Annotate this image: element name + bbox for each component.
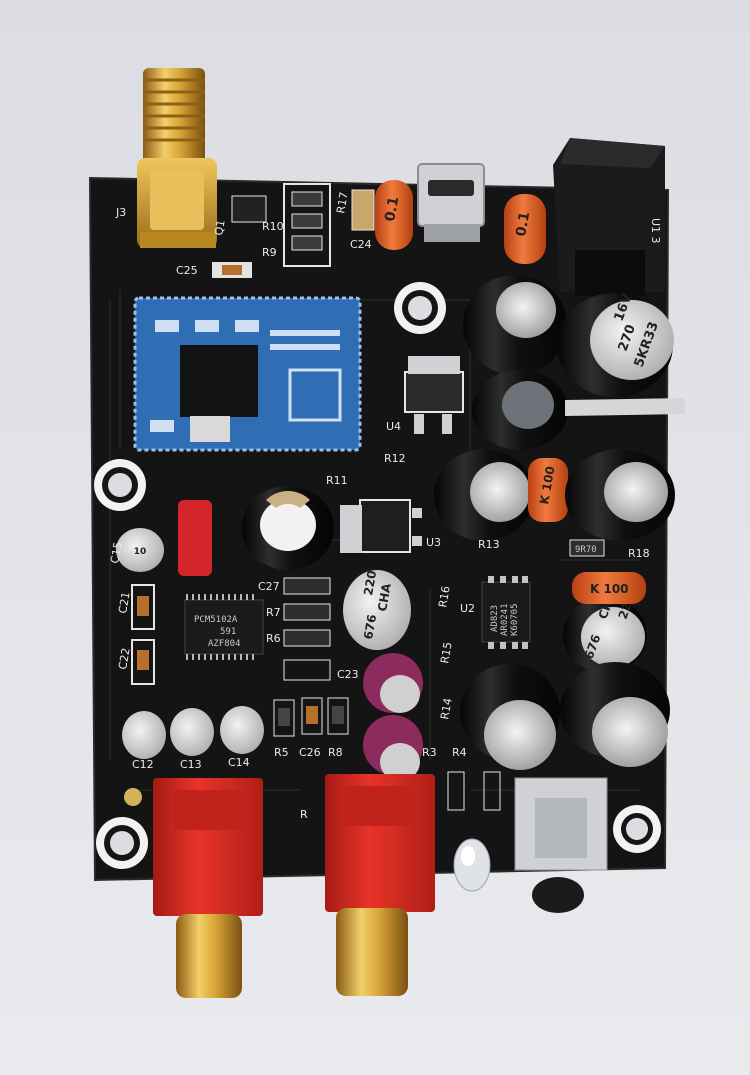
smd-resistors-center — [283, 577, 331, 681]
regulator-tab — [565, 398, 685, 416]
label-r6: R6 — [266, 632, 281, 645]
bluetooth-module — [133, 296, 362, 452]
mount-hole-center — [394, 282, 446, 334]
electrolytic-cap-bottom-mid — [460, 664, 560, 770]
svg-text:0.1: 0.1 — [513, 210, 533, 237]
ceramic-cap-0-1-left: 0.1 — [375, 180, 413, 250]
label-r16: R16 — [436, 585, 453, 609]
svg-text:AZF804: AZF804 — [208, 639, 241, 649]
label-r11: R11 — [326, 474, 348, 487]
cap-c15: 10 — [116, 528, 164, 572]
cap-c12 — [122, 711, 166, 759]
label-r17: R17 — [334, 191, 351, 215]
film-cap-red — [178, 500, 212, 576]
label-u2: U2 — [460, 602, 475, 615]
mount-hole-left-bottom — [96, 817, 148, 869]
smd-bottom-group: 9R70 — [273, 539, 605, 811]
label-c21: C21 — [116, 591, 133, 615]
svg-text:10: 10 — [134, 547, 147, 557]
film-cap-k100-b: K 100 — [572, 572, 646, 604]
svg-text:K60705: K60705 — [510, 603, 520, 636]
silkscreen-labels: J3 Q1 R10 R9 R17 C24 C25 U1 3 U4 R12 R11… — [108, 191, 662, 821]
regulator-u4 — [404, 356, 464, 434]
svg-text:AR0241: AR0241 — [500, 603, 510, 636]
electrolytic-cap-270: 16V 5KR33 270 — [557, 292, 674, 397]
electrolytic-cap-mid-right — [565, 449, 675, 541]
label-c23: C23 — [337, 668, 359, 681]
label-c27: C27 — [258, 580, 280, 593]
label-r7: R7 — [266, 606, 281, 619]
label-r15: R15 — [438, 641, 455, 665]
mount-hole-left-top — [94, 459, 146, 511]
svg-text:9R70: 9R70 — [575, 545, 597, 555]
label-r18: R18 — [628, 547, 650, 560]
electrolytic-cap-bottom-right — [560, 662, 670, 767]
label-r8: R8 — [328, 746, 343, 759]
mount-hole-right-bottom — [613, 805, 661, 853]
electrolytic-cap-center — [242, 486, 334, 570]
label-c26: C26 — [299, 746, 321, 759]
rca-jack-left — [153, 778, 263, 998]
label-u1: U1 3 — [649, 218, 662, 244]
opamp-u2: AD823 AR0241 K60705 — [481, 576, 531, 649]
electrolytic-cap-220-cha-b: 220 CHA. 676 — [563, 585, 647, 673]
svg-text:676: 676 — [361, 613, 379, 640]
label-c13: C13 — [180, 758, 202, 771]
label-r12: R12 — [384, 452, 406, 465]
electrolytic-cap-u4-side — [472, 370, 568, 450]
label-r13: R13 — [478, 538, 500, 551]
gold-pad — [124, 788, 142, 806]
label-c24: C24 — [350, 238, 372, 251]
label-u4: U4 — [386, 420, 401, 433]
led-clear — [453, 838, 491, 892]
cap-c13 — [170, 708, 214, 756]
svg-text:AD823: AD823 — [490, 605, 500, 632]
electrolytic-cap-220-cha-a: 220 CHA 676 — [343, 569, 411, 650]
svg-text:CHA: CHA — [375, 582, 394, 613]
film-cap-k100-a: K 100 — [528, 458, 568, 522]
audio-jack — [514, 777, 608, 913]
purple-cap-top — [363, 653, 423, 713]
label-r-channel: R — [300, 808, 308, 821]
label-r5: R5 — [274, 746, 289, 759]
dac-chip-pcm5102a: PCM5102A 591 AZF804 — [184, 594, 264, 660]
label-r10: R10 — [262, 220, 284, 233]
label-c22: C22 — [116, 647, 133, 671]
ceramic-cap-0-1-right: 0.1 — [504, 194, 546, 264]
dc-power-jack — [553, 138, 665, 296]
sma-antenna-connector — [137, 68, 217, 248]
regulator-u3 — [340, 499, 422, 553]
smd-cap-column — [131, 584, 155, 685]
svg-text:K 100: K 100 — [590, 582, 629, 596]
cap-c14 — [220, 706, 264, 754]
label-c14: C14 — [228, 756, 250, 769]
electrolytic-cap-top-mid — [463, 275, 567, 375]
label-c25: C25 — [176, 264, 198, 277]
label-r14: R14 — [438, 697, 455, 721]
label-u3: U3 — [426, 536, 441, 549]
purple-cap-bottom — [363, 715, 423, 781]
label-r4: R4 — [452, 746, 467, 759]
label-j3: J3 — [115, 206, 126, 219]
svg-text:0.1: 0.1 — [382, 195, 402, 222]
rca-jack-right — [325, 774, 435, 996]
svg-text:PCM5102A: PCM5102A — [194, 615, 238, 625]
label-r9: R9 — [262, 246, 277, 259]
micro-usb-port — [417, 163, 485, 242]
svg-text:591: 591 — [220, 627, 236, 637]
label-c12: C12 — [132, 758, 154, 771]
label-r3: R3 — [422, 746, 437, 759]
label-c15: C15 — [108, 541, 125, 565]
electrolytic-cap-mid-left — [434, 449, 534, 541]
label-q1: Q1 — [212, 219, 228, 237]
svg-text:K 100: K 100 — [537, 465, 557, 505]
svg-text:220: 220 — [361, 569, 379, 596]
smd-resistor-array-top — [212, 183, 375, 278]
